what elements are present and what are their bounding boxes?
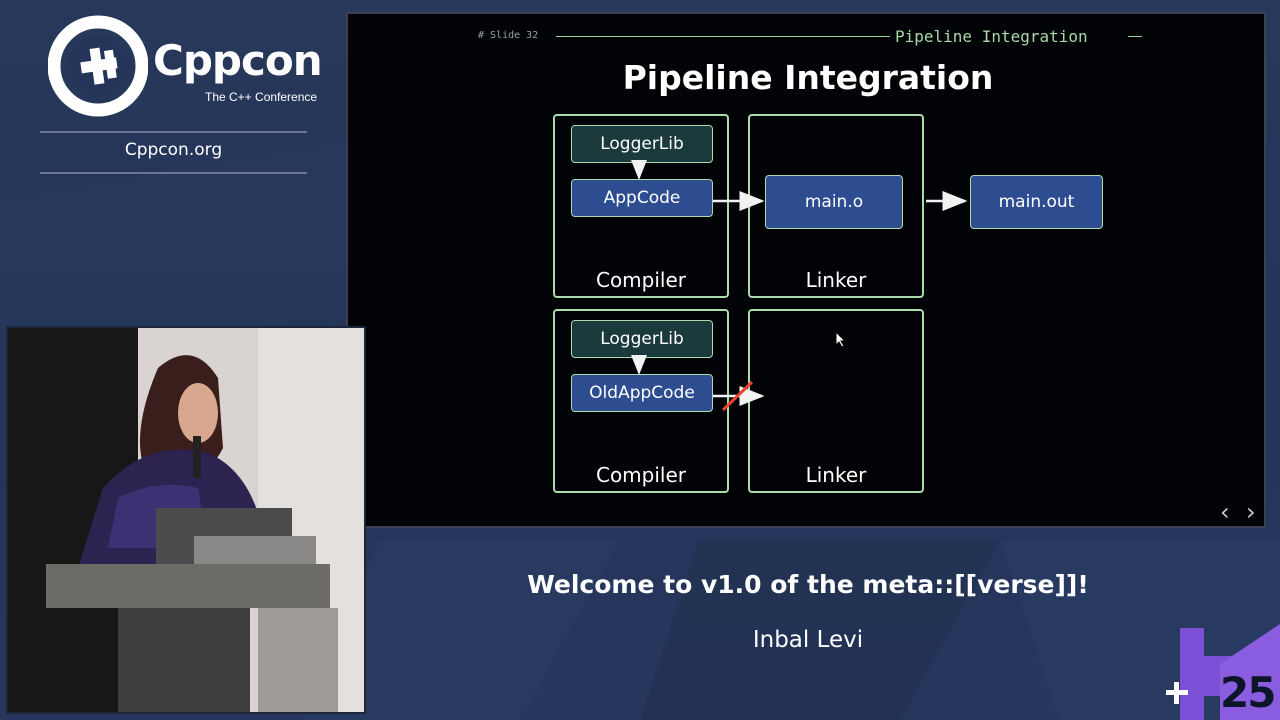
slide-header-rule xyxy=(1128,36,1142,37)
previous-slide-button[interactable]: ‹ xyxy=(1220,498,1230,526)
divider xyxy=(40,172,307,174)
presentation-slide: # Slide 32 Pipeline Integration Pipeline… xyxy=(346,12,1266,528)
loggerlib-node: LoggerLib xyxy=(571,320,713,358)
appcode-node: AppCode xyxy=(571,179,713,217)
stage-label: Linker xyxy=(805,463,867,487)
speaker-video-frame xyxy=(8,328,364,712)
speaker-name: Inbal Levi xyxy=(752,627,864,653)
stage-label: Linker xyxy=(805,268,867,292)
stage-label: Compiler xyxy=(595,463,687,487)
mouse-cursor-icon xyxy=(836,332,847,348)
site-link[interactable]: Cppcon.org xyxy=(124,140,223,160)
main-o-node: main.o xyxy=(765,175,903,229)
slide-title: Pipeline Integration xyxy=(622,58,994,97)
cppcon-25-badge xyxy=(1166,624,1280,720)
speaker-video xyxy=(6,326,366,714)
next-slide-button[interactable]: › xyxy=(1246,498,1256,526)
main-out-node: main.out xyxy=(970,175,1103,229)
oldappcode-node: OldAppCode xyxy=(571,374,713,412)
slide-section-label: Pipeline Integration xyxy=(893,27,1090,46)
edition-number: 25 xyxy=(1220,668,1276,717)
logo-tagline: The C++ Conference xyxy=(205,90,318,104)
slide-header-rule xyxy=(556,36,890,37)
compiler-stage: Compiler xyxy=(553,114,729,298)
loggerlib-node: LoggerLib xyxy=(571,125,713,163)
cppcon-logo-icon xyxy=(47,15,149,117)
logo-wordmark: Cppcon xyxy=(153,36,323,85)
cppcon-logo xyxy=(47,14,308,120)
divider xyxy=(40,131,307,133)
stage-label: Compiler xyxy=(595,268,687,292)
talk-title: Welcome to v1.0 of the meta::[[verse]]! xyxy=(527,570,1089,599)
slide-number: # Slide 32 xyxy=(478,30,539,41)
